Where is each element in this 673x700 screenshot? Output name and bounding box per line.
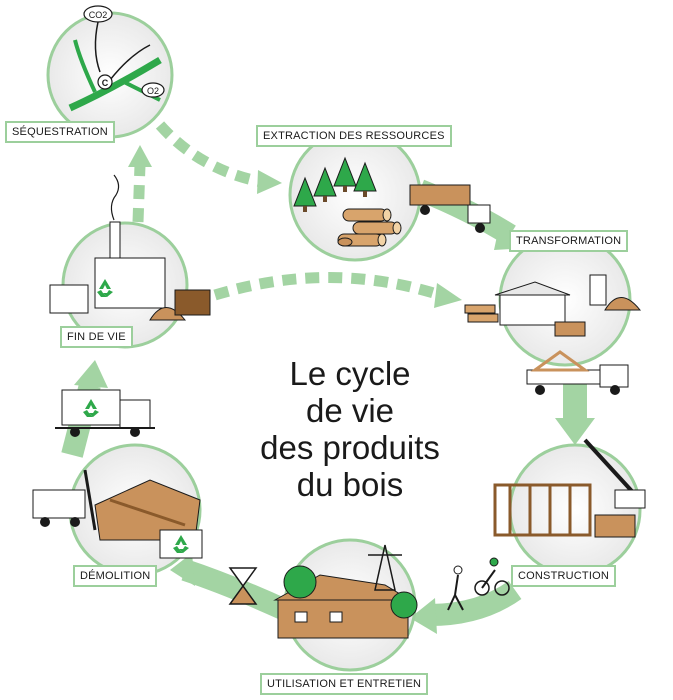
stage-label-utilisation: UTILISATION ET ENTRETIEN bbox=[260, 673, 429, 695]
o2-text: O2 bbox=[147, 86, 159, 96]
truck-icon bbox=[409, 184, 491, 233]
dashed-arrow-fin-de-vie-to-transformation bbox=[213, 272, 462, 308]
stage-label-construction: CONSTRUCTION bbox=[511, 565, 617, 587]
title-line-1: Le cycle bbox=[289, 355, 411, 392]
truck-icon bbox=[32, 489, 86, 527]
cyclist-icon bbox=[474, 557, 510, 596]
circle-utilisation bbox=[273, 538, 418, 672]
carbon-icon: C bbox=[97, 74, 113, 90]
circle-sequestration: CO2 C O2 bbox=[46, 5, 174, 139]
title-line-4: du bois bbox=[296, 466, 404, 503]
circle-fin-de-vie bbox=[49, 174, 211, 349]
stage-label-fin-de-vie: FIN DE VIE bbox=[60, 326, 133, 348]
circle-extraction bbox=[288, 128, 422, 262]
truck-icon bbox=[55, 389, 155, 437]
stage-label-demolition: DÉMOLITION bbox=[73, 565, 158, 587]
stage-label-sequestration: SÉQUESTRATION bbox=[5, 121, 115, 143]
stage-label-transformation: TRANSFORMATION bbox=[509, 230, 629, 252]
carbon-text: C bbox=[102, 78, 109, 88]
circle-transformation bbox=[464, 233, 642, 367]
circle-demolition bbox=[68, 443, 203, 577]
log-icon bbox=[352, 221, 402, 235]
hourglass-icon bbox=[228, 567, 258, 605]
dashed-arrow-sequestration-to-extraction bbox=[155, 121, 282, 194]
o2-bubble-icon: O2 bbox=[141, 82, 165, 98]
co2-text: CO2 bbox=[89, 10, 108, 20]
co2-bubble-icon: CO2 bbox=[83, 5, 113, 23]
log-icon bbox=[342, 208, 392, 222]
truck-icon bbox=[526, 350, 629, 395]
arrow-construction-to-utilisation bbox=[410, 580, 522, 634]
walker-icon bbox=[447, 565, 464, 611]
arrow-utilisation-to-demolition bbox=[170, 553, 290, 621]
title-line-2: de vie bbox=[305, 392, 395, 429]
stage-label-extraction: EXTRACTION DES RESSOURCES bbox=[256, 125, 452, 147]
dashed-arrow-fin-de-vie-to-sequestration bbox=[128, 145, 152, 223]
pylon-icon bbox=[368, 544, 402, 591]
diagram-title: Le cycle de vie des produits du bois bbox=[230, 355, 470, 503]
circle-construction bbox=[493, 438, 646, 577]
title-line-3: des produits bbox=[260, 429, 440, 466]
